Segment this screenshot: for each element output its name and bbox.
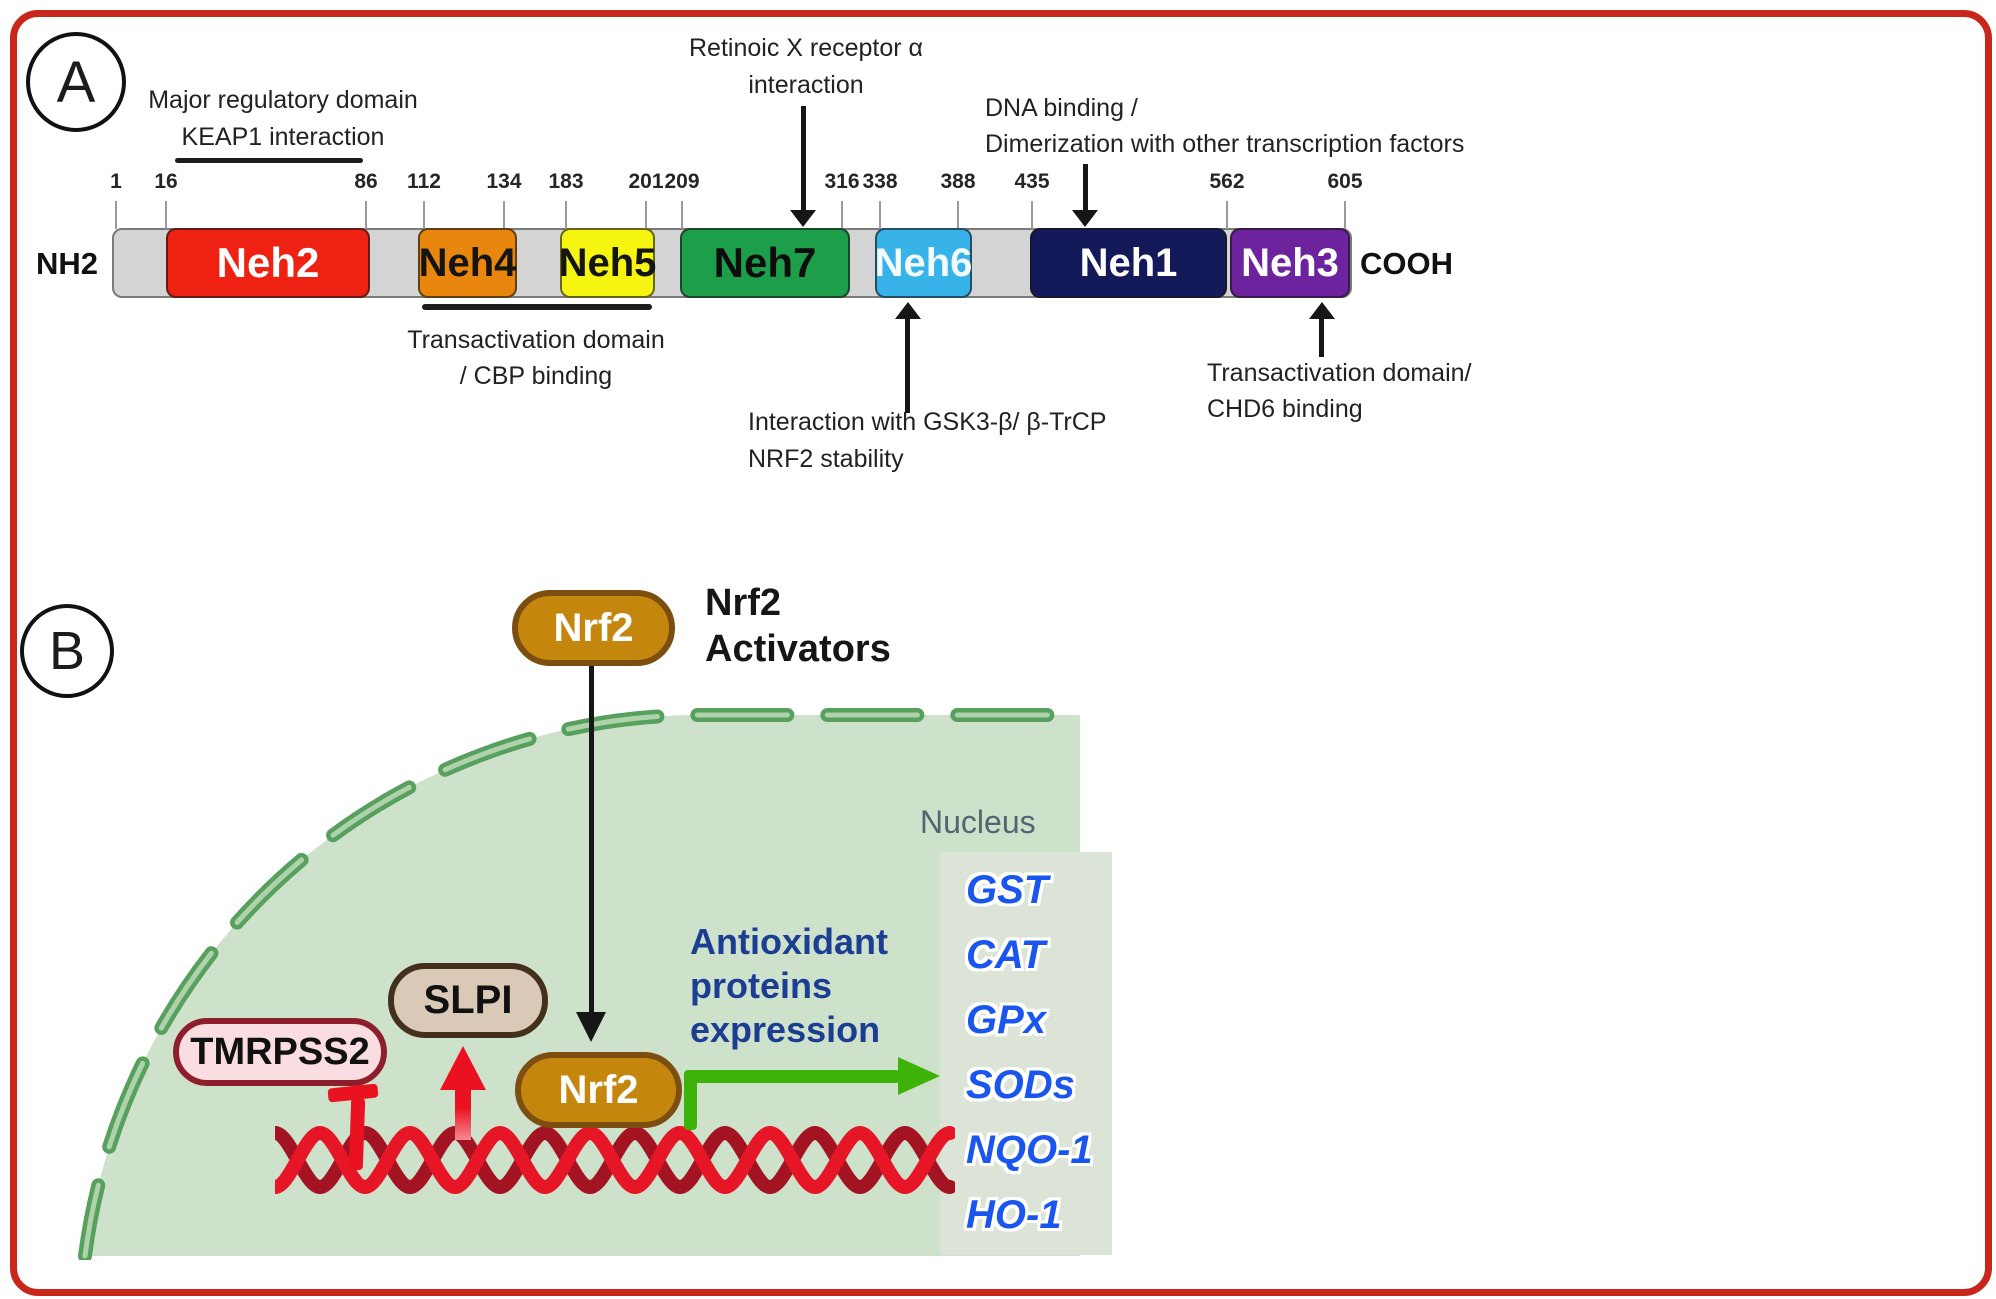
- gsk-annotation-line2: NRF2 stability: [748, 445, 904, 473]
- keap1-underline: [175, 158, 363, 163]
- rxr-annotation-line1: Retinoic X receptor α: [689, 34, 923, 62]
- gene-NQO-1: NQO-1: [966, 1128, 1093, 1172]
- aa-tick-line-562: [1226, 201, 1228, 229]
- antioxidant-expression-label: Antioxidant proteins expression: [690, 920, 888, 1052]
- cooh-terminal: COOH: [1360, 246, 1453, 281]
- chd6-annotation-line1: Transactivation domain/: [1207, 359, 1472, 387]
- rxr-arrow-shaft: [801, 106, 806, 212]
- aa-tick-number-562: 562: [1209, 170, 1245, 193]
- membrane-dash-highlight: [82, 712, 1081, 1259]
- dna-binding-arrow-head: [1072, 210, 1098, 227]
- antiox-line2: proteins: [690, 965, 833, 1006]
- domain-Neh4: Neh4: [418, 228, 517, 298]
- antiox-line3: expression: [690, 1009, 881, 1050]
- cbp-underline: [422, 304, 652, 310]
- aa-tick-line-435: [1031, 201, 1033, 229]
- transcription-arrow-head: [898, 1057, 940, 1095]
- nrf2-activators-label: Nrf2 Activators: [705, 580, 891, 672]
- domain-Neh5: Neh5: [559, 228, 656, 298]
- panel-a-label: A: [26, 32, 126, 132]
- aa-tick-line-16: [165, 201, 167, 229]
- cbp-annotation-line2: / CBP binding: [459, 362, 613, 390]
- chd6-arrow-head: [1309, 302, 1335, 319]
- chd6-arrow-shaft: [1319, 317, 1324, 357]
- aa-tick-number-112: 112: [407, 170, 441, 193]
- dna-strand-bright: [275, 1125, 955, 1195]
- aa-tick-number-201: 201: [628, 170, 664, 193]
- nrf2-entry-arrow-head: [576, 1012, 606, 1042]
- chd6-annotation-line2: CHD6 binding: [1207, 395, 1363, 423]
- keap1-annotation-line2: KEAP1 interaction: [181, 123, 385, 151]
- panel-b-letter: B: [48, 621, 86, 681]
- transcription-arrow-horizontal: [684, 1070, 900, 1083]
- aa-tick-number-183: 183: [548, 170, 584, 193]
- aa-tick-number-388: 388: [940, 170, 976, 193]
- gene-SODs: SODs: [966, 1063, 1075, 1107]
- aa-tick-line-201: [645, 201, 647, 229]
- aa-tick-number-209: 209: [664, 170, 700, 193]
- aa-tick-line-1: [115, 201, 117, 229]
- gene-GPx: GPx: [966, 998, 1047, 1042]
- gsk-annotation-line1: Interaction with GSK3-β/ β-TrCP: [748, 408, 1107, 436]
- nrf2-free-pill: Nrf2: [512, 590, 675, 666]
- domain-Neh1: Neh1: [1030, 228, 1227, 298]
- aa-tick-number-1: 1: [110, 170, 122, 193]
- gene-GST: GST: [966, 868, 1049, 912]
- aa-tick-number-316: 316: [824, 170, 860, 193]
- antiox-line1: Antioxidant: [690, 921, 888, 962]
- aa-tick-line-183: [565, 201, 567, 229]
- aa-tick-number-134: 134: [486, 170, 522, 193]
- dna-binding-arrow-shaft: [1083, 164, 1088, 212]
- tmrpss2-inhibition-stem: [348, 1097, 366, 1171]
- nrf2-entry-arrow-shaft: [589, 666, 594, 1012]
- aa-tick-number-86: 86: [354, 170, 378, 193]
- panel-a-letter: A: [56, 49, 96, 115]
- keap1-annotation-line1: Major regulatory domain: [148, 86, 418, 114]
- slpi-pill: SLPI: [388, 963, 548, 1038]
- aa-tick-line-209: [681, 201, 683, 229]
- aa-tick-line-134: [503, 201, 505, 229]
- aa-tick-number-16: 16: [154, 170, 178, 193]
- gene-HO-1: HO-1: [966, 1193, 1062, 1237]
- domain-Neh2: Neh2: [166, 228, 370, 298]
- aa-tick-number-435: 435: [1014, 170, 1050, 193]
- aa-tick-line-605: [1344, 201, 1346, 229]
- dna-binding-line1: DNA binding /: [985, 94, 1138, 122]
- nucleus-label: Nucleus: [920, 804, 1036, 840]
- nrf2-bound-pill: Nrf2: [515, 1052, 682, 1128]
- aa-tick-line-112: [423, 201, 425, 229]
- aa-tick-line-388: [957, 201, 959, 229]
- rxr-arrow-head: [790, 210, 816, 227]
- slpi-up-arrow-shaft: [455, 1086, 471, 1140]
- domain-Neh6: Neh6: [875, 228, 972, 298]
- tmrpss2-pill: TMRPSS2: [173, 1018, 387, 1086]
- gsk-arrow-shaft: [905, 317, 910, 413]
- activators-line2: Activators: [705, 628, 891, 670]
- gene-CAT: CAT: [966, 933, 1046, 977]
- cbp-annotation-line1: Transactivation domain: [407, 326, 665, 354]
- transcription-arrow-vertical: [684, 1072, 697, 1130]
- activators-line1: Nrf2: [705, 582, 782, 624]
- aa-tick-number-605: 605: [1327, 170, 1363, 193]
- aa-tick-line-86: [365, 201, 367, 229]
- domain-Neh3: Neh3: [1230, 228, 1350, 298]
- aa-tick-line-316: [841, 201, 843, 229]
- gsk-arrow-head: [895, 302, 921, 319]
- cytoplasm-fill: [85, 715, 1080, 1256]
- aa-tick-number-338: 338: [862, 170, 898, 193]
- rxr-annotation-line2: interaction: [748, 71, 864, 99]
- panel-b-label: B: [20, 604, 114, 698]
- nucleus-panel: [940, 852, 1112, 1255]
- cell-body: [78, 708, 1085, 1260]
- nh2-terminal: NH2: [36, 246, 99, 281]
- slpi-up-arrow-head: [440, 1046, 486, 1090]
- aa-tick-line-338: [879, 201, 881, 229]
- dna-binding-line2: Dimerization with other transcription fa…: [985, 130, 1465, 158]
- dna-helix: [275, 1125, 955, 1195]
- domain-Neh7: Neh7: [680, 228, 850, 298]
